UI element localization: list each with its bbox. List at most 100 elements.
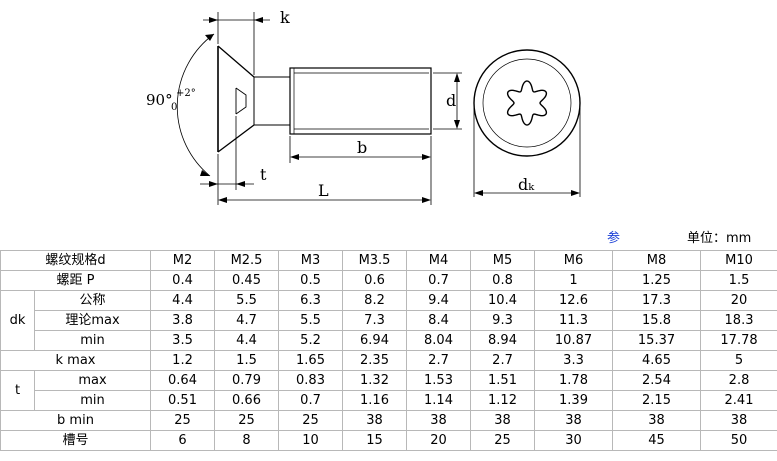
angle-arrow-top xyxy=(205,34,214,41)
pitch-label: 螺距 P xyxy=(0,270,152,291)
L-label: L xyxy=(318,181,329,200)
kmax-cell: 1.65 xyxy=(278,350,344,371)
slot-cell: 50 xyxy=(700,430,777,451)
dk-theory-cell: 11.3 xyxy=(534,310,614,331)
t-arrow-right xyxy=(236,181,245,187)
kmax-cell: 1.2 xyxy=(150,350,216,371)
slot-cell: 6 xyxy=(150,430,216,451)
size-cell: M8 xyxy=(612,250,702,271)
head-outer-circle xyxy=(473,49,581,157)
thread-body xyxy=(289,67,432,135)
L-arrow-left xyxy=(218,197,227,203)
bmin-label: b min xyxy=(0,410,152,431)
dk-theory-cell: 5.5 xyxy=(278,310,344,331)
t-max-label: max xyxy=(33,370,152,391)
t-max-cell: 2.54 xyxy=(612,370,702,391)
bmin-cell: 38 xyxy=(534,410,614,431)
kmax-cell: 2.35 xyxy=(342,350,408,371)
t-max-cell: 2.8 xyxy=(700,370,777,391)
dk-min-cell: 3.5 xyxy=(150,330,216,351)
row-k-max: k max 1.2 1.5 1.65 2.35 2.7 2.7 3.3 4.65… xyxy=(0,350,777,371)
slot-label: 槽号 xyxy=(0,430,152,451)
size-cell: M10 xyxy=(700,250,777,271)
pitch-cell: 0.45 xyxy=(214,270,280,291)
size-cell: M6 xyxy=(534,250,614,271)
t-min-cell: 2.15 xyxy=(612,390,702,411)
row-t-min: min 0.51 0.66 0.7 1.16 1.14 1.12 1.39 2.… xyxy=(1,390,777,411)
dk-theory-cell: 15.8 xyxy=(612,310,702,331)
dk-nominal-cell: 6.3 xyxy=(278,290,344,311)
t-arrow-left xyxy=(209,181,218,187)
t-max-cell: 1.51 xyxy=(470,370,536,391)
pitch-cell: 0.6 xyxy=(342,270,408,291)
slot-cell: 25 xyxy=(470,430,536,451)
size-cell: M2 xyxy=(150,250,216,271)
pitch-cell: 0.7 xyxy=(406,270,472,291)
slot-cell: 15 xyxy=(342,430,408,451)
t-label: t xyxy=(260,165,267,184)
spec-label: 螺纹规格d xyxy=(0,250,152,271)
dk-group-label: dk xyxy=(0,290,35,351)
kmax-cell: 2.7 xyxy=(470,350,536,371)
head-inner-circle xyxy=(482,58,572,148)
k-arrow-right xyxy=(254,17,263,23)
kmax-cell: 2.7 xyxy=(406,350,472,371)
t-max-cell: 0.83 xyxy=(278,370,344,391)
k-arrow-left xyxy=(209,17,218,23)
dk-min-cell: 4.4 xyxy=(214,330,280,351)
dk-nominal-cell: 8.2 xyxy=(342,290,408,311)
dk-nominal-cell: 4.4 xyxy=(150,290,216,311)
b-arrow-right xyxy=(422,154,431,160)
angle-arrow-bottom xyxy=(200,170,210,176)
bmin-cell: 38 xyxy=(470,410,536,431)
pitch-cell: 1 xyxy=(534,270,614,291)
torx-recess xyxy=(506,80,548,126)
size-cell: M4 xyxy=(406,250,472,271)
angle-arc xyxy=(176,33,215,177)
pitch-cell: 1.25 xyxy=(612,270,702,291)
bmin-cell: 38 xyxy=(406,410,472,431)
screw-drawing: k 90° +2° 0 d b t L dₖ xyxy=(146,8,581,205)
size-cell: M2.5 xyxy=(214,250,280,271)
kmax-cell: 3.3 xyxy=(534,350,614,371)
t-max-cell: 1.53 xyxy=(406,370,472,391)
t-max-cell: 1.78 xyxy=(534,370,614,391)
slot-cell: 45 xyxy=(612,430,702,451)
dk-min-cell: 17.78 xyxy=(700,330,777,351)
head-top-line xyxy=(217,45,255,78)
size-cell: M3 xyxy=(278,250,344,271)
kmax-cell: 4.65 xyxy=(612,350,702,371)
t-max-cell: 0.64 xyxy=(150,370,216,391)
row-spec: 螺纹规格d M2 M2.5 M3 M3.5 M4 M5 M6 M8 M10 xyxy=(0,250,777,271)
angle-tol-minus: 0 xyxy=(171,102,177,113)
row-t-max: t max 0.64 0.79 0.83 1.32 1.53 1.51 1.78… xyxy=(0,370,777,411)
t-min-cell: 1.12 xyxy=(470,390,536,411)
t-min-cell: 1.16 xyxy=(342,390,408,411)
dk-theory-label: 理论max xyxy=(33,310,152,331)
bmin-cell: 25 xyxy=(150,410,216,431)
size-cell: M5 xyxy=(470,250,536,271)
angle-tol-plus: +2° xyxy=(176,88,196,99)
dk-label: dₖ xyxy=(518,175,535,194)
bmin-cell: 38 xyxy=(342,410,408,431)
size-cell: M3.5 xyxy=(342,250,408,271)
d-label: d xyxy=(446,91,456,110)
dk-min-cell: 5.2 xyxy=(278,330,344,351)
dk-theory-cell: 7.3 xyxy=(342,310,408,331)
dk-nominal-cell: 5.5 xyxy=(214,290,280,311)
row-slot: 槽号 6 8 10 15 20 25 30 45 50 xyxy=(0,430,777,451)
dk-min-cell: 15.37 xyxy=(612,330,702,351)
t-group-label: t xyxy=(0,370,35,411)
dk-theory-cell: 3.8 xyxy=(150,310,216,331)
slot-cell: 8 xyxy=(214,430,280,451)
k-label: k xyxy=(280,8,290,27)
t-min-cell: 0.7 xyxy=(278,390,344,411)
t-min-label: min xyxy=(33,390,152,411)
dk-nominal-cell: 10.4 xyxy=(470,290,536,311)
bmin-cell: 38 xyxy=(612,410,702,431)
kmax-cell: 1.5 xyxy=(214,350,280,371)
slot-cell: 10 xyxy=(278,430,344,451)
dk-arrow-left xyxy=(474,190,483,196)
bmin-cell: 25 xyxy=(278,410,344,431)
angle-label: 90° xyxy=(146,91,173,109)
